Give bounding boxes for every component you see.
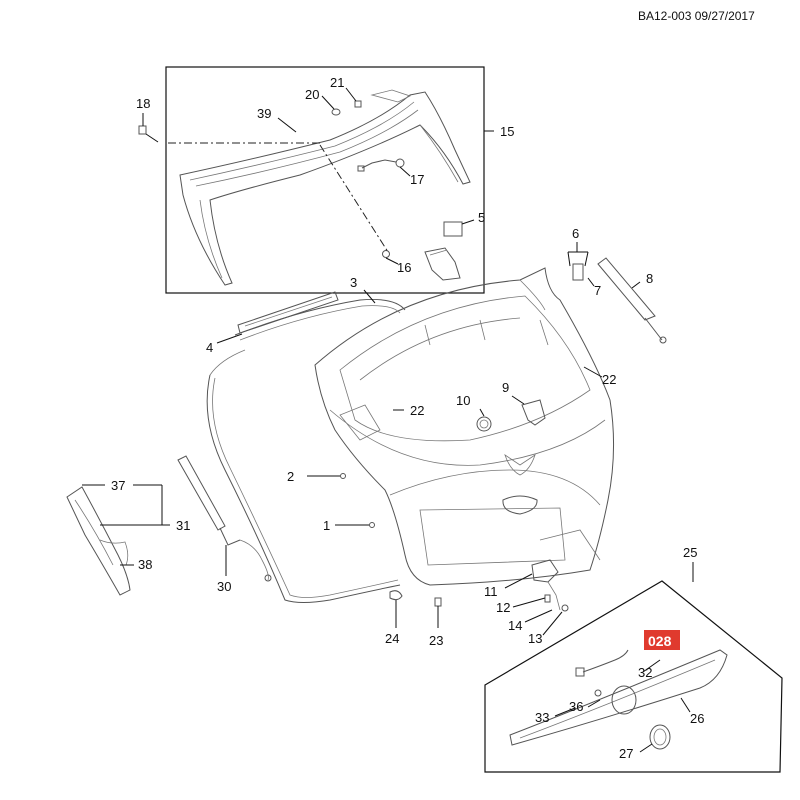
callout-33: 33 xyxy=(535,710,549,725)
callout-17: 17 xyxy=(410,172,424,187)
callout-11: 11 xyxy=(484,584,498,599)
harness-028 xyxy=(575,649,629,697)
callout-numbers: 18 21 20 39 15 17 5 6 16 7 8 3 4 22 9 10… xyxy=(111,75,704,761)
callout-3: 3 xyxy=(350,275,357,290)
highlight-callout-box xyxy=(644,630,680,650)
diagram-reference: BA12-003 09/27/2017 xyxy=(638,9,755,23)
leader-lines xyxy=(567,242,641,289)
liftgate-drawing xyxy=(314,267,615,586)
callout-39: 39 xyxy=(257,106,271,121)
callout-5: 5 xyxy=(478,210,485,225)
callout-7: 7 xyxy=(594,283,601,298)
nut-16 xyxy=(382,250,390,258)
callout-38: 38 xyxy=(138,557,152,572)
callout-4: 4 xyxy=(206,340,213,355)
callout-18: 18 xyxy=(136,96,150,111)
camera-10 xyxy=(476,416,492,432)
latch-11 xyxy=(531,559,569,612)
callout-27: 27 xyxy=(619,746,633,761)
leader-lines xyxy=(142,87,494,265)
callout-16: 16 xyxy=(397,260,411,275)
garnish-group-box xyxy=(484,580,783,773)
callout-21: 21 xyxy=(330,75,344,90)
callout-22-right: 22 xyxy=(602,372,616,387)
callout-30: 30 xyxy=(217,579,231,594)
callout-23: 23 xyxy=(429,633,443,648)
fastener-23 xyxy=(434,597,442,607)
callout-2: 2 xyxy=(287,469,294,484)
callout-14: 14 xyxy=(508,618,522,633)
callout-31: 31 xyxy=(176,518,190,533)
clip-21 xyxy=(354,100,362,108)
callout-8: 8 xyxy=(646,271,653,286)
callout-10: 10 xyxy=(456,393,470,408)
callout-12: 12 xyxy=(496,600,510,615)
highlight-callout-label: 028 xyxy=(648,633,672,649)
callout-37: 37 xyxy=(111,478,125,493)
gas-strut-30 xyxy=(177,455,272,582)
callout-22-left: 22 xyxy=(410,403,424,418)
callout-1: 1 xyxy=(323,518,330,533)
spoiler-group-box xyxy=(165,66,485,294)
rear-spoiler-drawing xyxy=(179,89,471,286)
fastener-2 xyxy=(340,473,346,479)
callout-15: 15 xyxy=(500,124,514,139)
leader-lines xyxy=(554,659,691,753)
centerline xyxy=(319,144,389,253)
clip-20 xyxy=(331,108,341,116)
harness-17 xyxy=(357,158,405,172)
lamp-9 xyxy=(521,399,546,426)
leader-line xyxy=(461,219,475,225)
seal-4 xyxy=(237,291,339,334)
callout-36: 36 xyxy=(569,699,583,714)
callout-6: 6 xyxy=(572,226,579,241)
callout-20: 20 xyxy=(305,87,319,102)
callout-26: 26 xyxy=(690,711,704,726)
fastener-1 xyxy=(369,522,375,528)
gas-strut-8 xyxy=(572,257,667,344)
leader-lines xyxy=(82,289,603,636)
emblem-27 xyxy=(649,724,671,750)
callout-24: 24 xyxy=(385,631,399,646)
hinge-5 xyxy=(424,221,463,281)
callout-25: 25 xyxy=(683,545,697,560)
trim-panel-31 xyxy=(66,486,131,596)
callout-13: 13 xyxy=(528,631,542,646)
fastener-24 xyxy=(389,590,403,601)
garnish-26 xyxy=(509,649,728,746)
fastener-18 xyxy=(138,125,147,135)
weatherstrip-3-inner xyxy=(212,305,401,598)
callout-9: 9 xyxy=(502,380,509,395)
callout-32: 32 xyxy=(638,665,652,680)
